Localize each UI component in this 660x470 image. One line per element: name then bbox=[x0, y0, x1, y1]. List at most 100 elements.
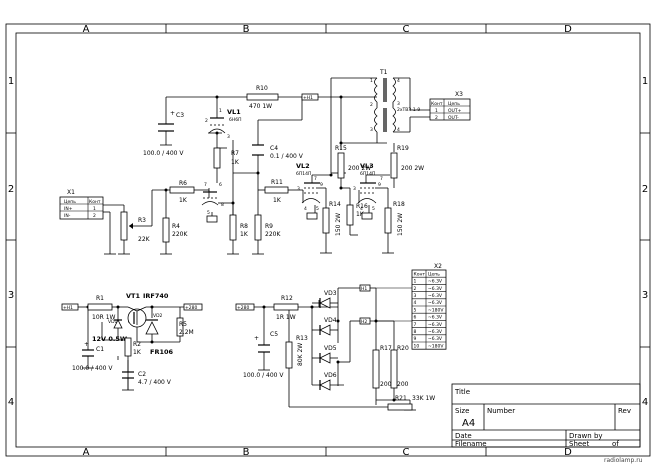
svg-text:9: 9 bbox=[378, 182, 381, 188]
x1-connector: X1 Цепь Конт IN+ 1 IN- 2 bbox=[59, 189, 104, 220]
r12-ref: R12 bbox=[281, 295, 293, 302]
r13-value: 80K 2W bbox=[297, 343, 304, 366]
r4-ref: R4 bbox=[172, 223, 180, 230]
r6-value: 1K bbox=[179, 197, 188, 204]
col-d-top: D bbox=[564, 24, 572, 35]
x2-connector: X2 bbox=[376, 263, 442, 322]
sheet-label: Sheet bbox=[569, 440, 589, 448]
row-3-right: 3 bbox=[642, 290, 648, 301]
vd1-ref: VD1 bbox=[108, 319, 118, 325]
r1-resistor: R1 10R 1W bbox=[87, 295, 116, 321]
c4-ref: C4 bbox=[270, 145, 278, 152]
r13-ref: R13 bbox=[296, 335, 308, 342]
r21-resistor: R21 33K 1W bbox=[387, 395, 435, 411]
r14-value: 150 2W bbox=[335, 213, 342, 236]
r17-ref: R17 bbox=[380, 345, 392, 352]
col-b-bottom: B bbox=[243, 447, 250, 458]
vl2-ref: VL2 bbox=[296, 162, 310, 170]
r12-resistor: R12 1R 1W bbox=[273, 295, 299, 321]
x2-cell: ~6.3V bbox=[428, 286, 443, 292]
r7-resistor: R7 1K bbox=[213, 147, 240, 169]
vt1-type: IRF740 bbox=[143, 292, 169, 300]
vd6-ref: VD6 bbox=[324, 372, 337, 379]
svg-text:6: 6 bbox=[219, 182, 222, 188]
c5-ref: C5 bbox=[270, 331, 278, 338]
x2-cell: ~180V bbox=[428, 307, 444, 313]
svg-text:9: 9 bbox=[320, 182, 323, 188]
x2-cell: 4 bbox=[414, 300, 417, 306]
c3-capacitor: + C3 100.0 / 400 V bbox=[143, 110, 184, 157]
vd1-zener: VD1 12V 0.5W bbox=[92, 319, 127, 343]
rectifier-dots bbox=[262, 305, 396, 402]
r16-ref: R16 bbox=[356, 203, 368, 210]
net-label-n2: Н2 bbox=[359, 317, 371, 325]
frame-column-dividers bbox=[165, 24, 487, 456]
vd6-diode: VD6 bbox=[319, 372, 337, 391]
r8-ref: R8 bbox=[240, 223, 248, 230]
x2-frame bbox=[411, 269, 447, 350]
vl3-type: 6П14П bbox=[360, 171, 375, 177]
r2-value: 1K bbox=[133, 349, 142, 356]
svg-text:2: 2 bbox=[205, 118, 208, 124]
x2-cell: ~6.3V bbox=[428, 300, 443, 306]
net-label-plus-280: +280 bbox=[183, 303, 203, 311]
r8-value: 1K bbox=[240, 231, 249, 238]
svg-text:1: 1 bbox=[219, 108, 222, 114]
r19-resistor: R19 200 2W bbox=[390, 145, 424, 179]
r16-resistor: R16 1K bbox=[346, 203, 368, 226]
row-4-left: 4 bbox=[8, 397, 14, 408]
r11-ref: R11 bbox=[271, 179, 283, 186]
col-c-top: C bbox=[403, 24, 410, 35]
row-3-left: 3 bbox=[8, 290, 14, 301]
watermark: radiolamp.ru bbox=[604, 457, 643, 464]
x2-cell: ~6.3V bbox=[428, 315, 443, 321]
t1-ref: T1 bbox=[379, 69, 388, 76]
size-label: Size bbox=[455, 407, 469, 415]
svg-text:7: 7 bbox=[380, 176, 383, 182]
x2-cell: 3 bbox=[414, 293, 417, 299]
r19-value: 200 2W bbox=[401, 165, 424, 172]
vl2-type: 6П14П bbox=[296, 171, 311, 177]
net-label-plus-h1: +Н1 bbox=[61, 303, 79, 311]
of-label: of bbox=[612, 440, 619, 448]
row-1-left: 1 bbox=[8, 76, 14, 87]
r2-ref: R2 bbox=[133, 341, 141, 348]
row-1-right: 1 bbox=[642, 76, 648, 87]
r15-ref: R15 bbox=[335, 145, 347, 152]
vl3-tube: VL3 6П14П 7 9 3 4 5 bbox=[353, 162, 383, 220]
x2-cell: ~6.3V bbox=[428, 329, 443, 335]
r14-resistor: R14 150 2W bbox=[322, 201, 342, 236]
svg-text:3: 3 bbox=[227, 134, 230, 140]
r20-ref: R20 bbox=[397, 345, 409, 352]
r11-resistor: R11 1K bbox=[264, 179, 289, 204]
r3-potentiometer: R3 22K bbox=[120, 211, 151, 243]
r10-ref: R10 bbox=[256, 85, 268, 92]
r19-ref: R19 bbox=[397, 145, 409, 152]
row-2-left: 2 bbox=[8, 184, 14, 195]
vl1-type: 6Н6П bbox=[229, 117, 242, 123]
svg-text:3: 3 bbox=[370, 127, 373, 133]
r20-value: 200 bbox=[397, 381, 409, 388]
r15-resistor: R15 200 2W bbox=[335, 145, 371, 179]
r17-value: 200 bbox=[380, 381, 392, 388]
svg-text:3: 3 bbox=[397, 101, 400, 107]
r5-ref: R5 bbox=[179, 321, 187, 328]
x2-cell: 2 bbox=[414, 286, 417, 292]
svg-text:+280: +280 bbox=[237, 305, 249, 311]
r9-ref: R9 bbox=[265, 223, 273, 230]
r8-resistor: R8 1K bbox=[229, 214, 249, 241]
x3-ref: X3 bbox=[455, 91, 463, 98]
svg-text:1: 1 bbox=[370, 78, 373, 84]
r9-value: 220K bbox=[265, 231, 281, 238]
c1-capacitor: + C1 100.0 / 400 V bbox=[72, 341, 113, 372]
c2-value: 4.7 / 400 V bbox=[138, 379, 172, 386]
r7-value: 1K bbox=[231, 159, 240, 166]
x2-cell: 9 bbox=[414, 336, 417, 342]
svg-text:2: 2 bbox=[435, 115, 438, 121]
svg-text:4: 4 bbox=[397, 78, 400, 84]
x2-cell: ~6.3V bbox=[428, 336, 443, 342]
r13-resistor: R13 80K 2W bbox=[285, 335, 308, 369]
svg-text:1: 1 bbox=[93, 206, 96, 212]
